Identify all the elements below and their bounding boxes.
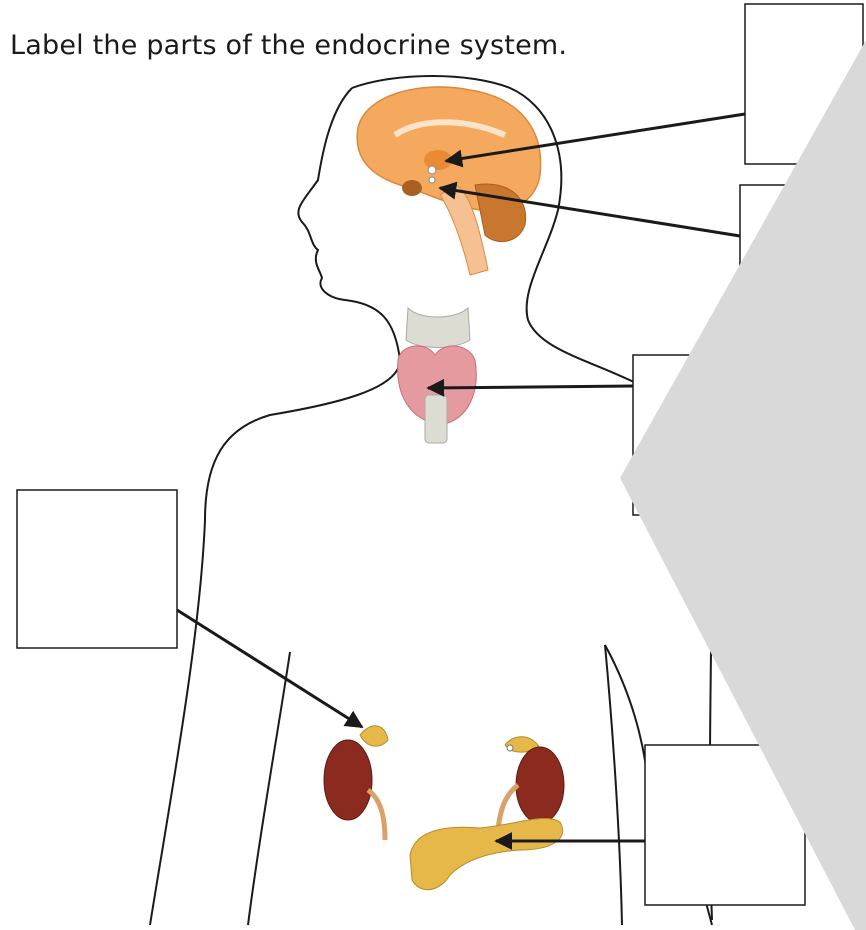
label-box-adrenal[interactable] (17, 490, 177, 648)
pineal-marker (428, 166, 436, 174)
larynx (406, 308, 470, 348)
pituitary-marker (429, 177, 435, 183)
adrenal-left (360, 726, 388, 746)
kidney-left (324, 740, 372, 820)
pituitary-shape (402, 180, 422, 196)
kidney-right (516, 747, 564, 823)
body-outline (150, 76, 712, 925)
trachea (425, 395, 447, 443)
thyroid-illustration (398, 308, 477, 443)
ureter-left (368, 790, 385, 840)
arrow-adrenal (177, 610, 362, 727)
instruction-text: Label the parts of the endocrine system. (10, 30, 567, 61)
abdomen-organs (324, 726, 564, 890)
brain-illustration (357, 87, 540, 275)
pancreas-shape (410, 818, 563, 889)
arrow-thyroid (428, 386, 633, 388)
